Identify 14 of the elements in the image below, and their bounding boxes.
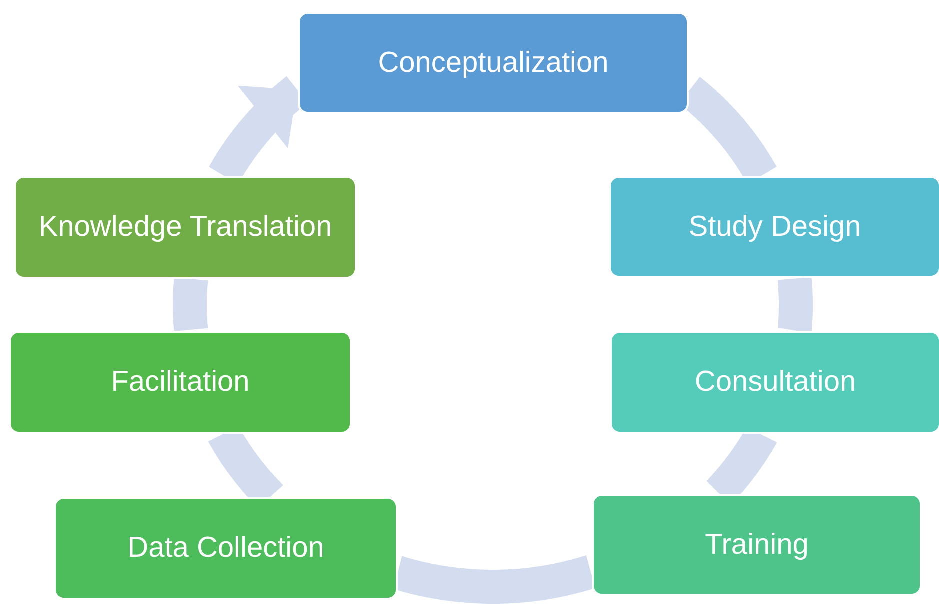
- process-box: [9, 331, 352, 434]
- box-label: Training: [705, 528, 809, 563]
- box-label: Conceptualization: [378, 46, 609, 81]
- process-box: [609, 176, 939, 278]
- process-box: [610, 331, 939, 434]
- process-box: [592, 494, 922, 596]
- box-label: Consultation: [694, 365, 856, 400]
- box-label: Knowledge Translation: [38, 210, 332, 246]
- process-box: [54, 497, 398, 600]
- box-label: Study Design: [688, 210, 862, 245]
- process-box: [14, 176, 357, 279]
- box-label: Facilitation: [111, 365, 250, 400]
- box-label: Data Collection: [128, 531, 324, 566]
- process-box: [298, 12, 689, 114]
